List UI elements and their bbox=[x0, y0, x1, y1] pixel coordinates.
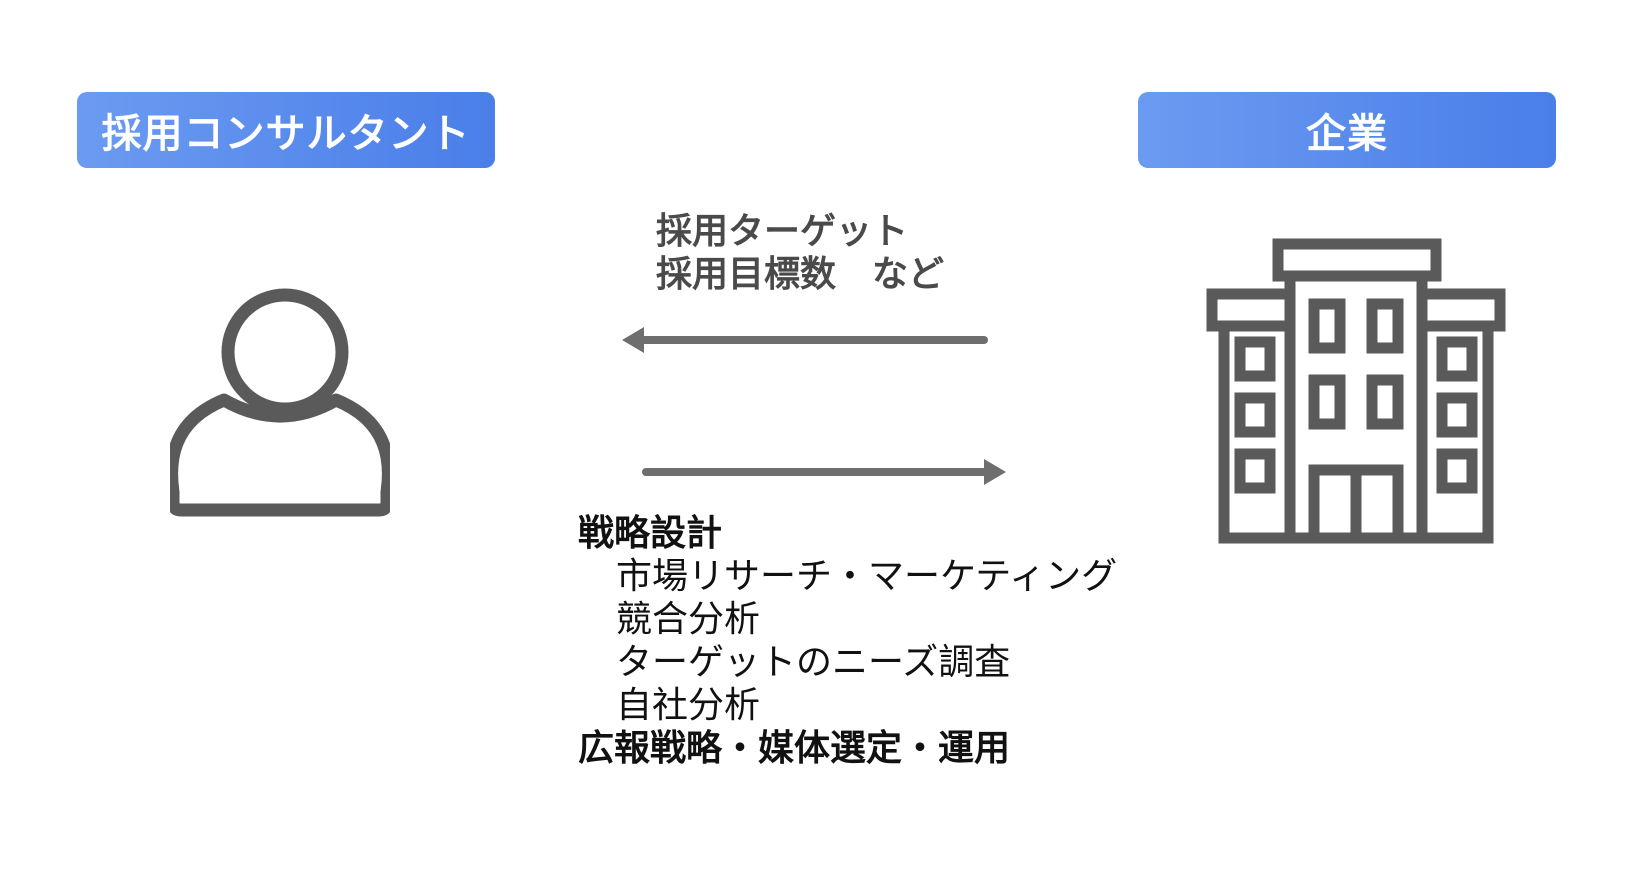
person-icon bbox=[170, 288, 390, 517]
exchange-arrows bbox=[622, 327, 1006, 485]
arrow-left-icon bbox=[622, 327, 988, 353]
strategy-item: 市場リサーチ・マーケティング bbox=[616, 556, 1118, 597]
request-item: 採用目標数 など bbox=[656, 254, 945, 295]
building-icon bbox=[1206, 238, 1506, 544]
service-list: 戦略設計 市場リサーチ・マーケティング 競合分析 ターゲットのニーズ調査 自社分… bbox=[578, 512, 1117, 770]
strategy-item: 競合分析 bbox=[616, 599, 761, 640]
consultant-label: 採用コンサルタント bbox=[77, 92, 495, 168]
strategy-item: ターゲットのニーズ調査 bbox=[616, 642, 1011, 683]
request-item: 採用ターゲット bbox=[656, 211, 909, 252]
request-list: 採用ターゲット 採用目標数 など bbox=[656, 210, 944, 296]
arrow-right-icon bbox=[642, 459, 1006, 485]
media-heading: 広報戦略・媒体選定・運用 bbox=[578, 728, 1011, 769]
strategy-item: 自社分析 bbox=[616, 685, 761, 726]
company-label: 企業 bbox=[1138, 92, 1556, 168]
strategy-heading: 戦略設計 bbox=[578, 513, 723, 554]
